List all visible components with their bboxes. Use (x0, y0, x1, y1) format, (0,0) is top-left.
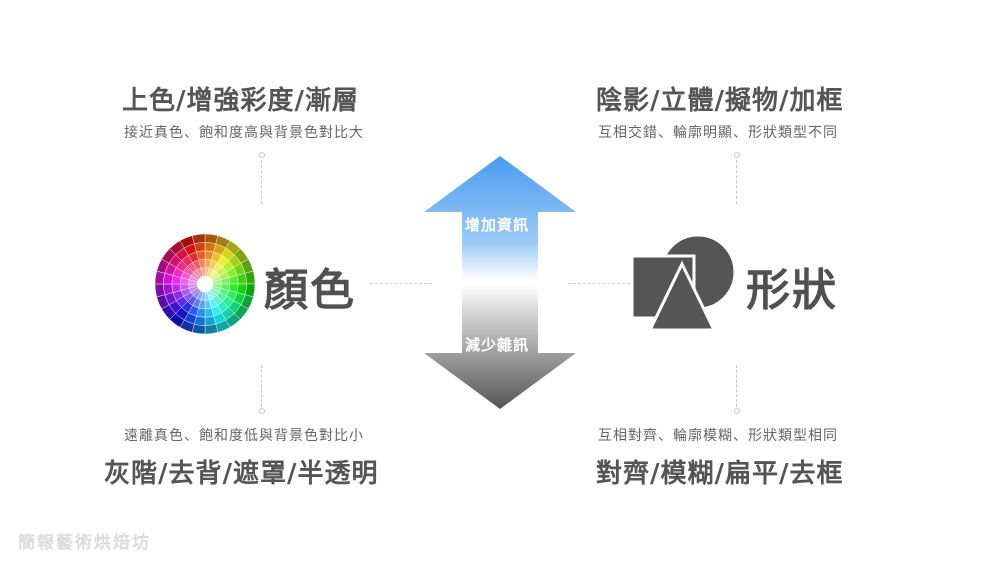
bottom-left-title: 灰階/去背/遮罩/半透明 (104, 459, 379, 489)
connector-dot-bottom-right (734, 408, 740, 414)
connector-line-bottom-right (736, 365, 737, 407)
bottom-right-title: 對齊/模糊/扁平/去框 (596, 459, 844, 489)
up-arrow-label: 增加資訊 (465, 216, 530, 234)
shapes-icon (630, 234, 737, 332)
top-left-subtitle: 接近真色、飽和度高與背景色對比大 (124, 125, 364, 141)
down-arrow (424, 285, 576, 409)
right-node-label: 形狀 (746, 265, 838, 316)
connector-line-top-left (261, 160, 262, 204)
color-wheel-segment (193, 242, 206, 253)
color-wheel-segment (191, 233, 206, 245)
horizontal-connector-right (568, 283, 630, 284)
top-right-title: 陰影/立體/擬物/加框 (596, 86, 844, 116)
bottom-left-subtitle: 遠離真色、飽和度低與背景色對比小 (124, 428, 364, 444)
connector-dot-top-left (259, 152, 265, 158)
color-wheel-segment (236, 272, 247, 285)
color-wheel-segment (244, 270, 256, 285)
down-arrow-label: 減少雜訊 (465, 336, 530, 354)
top-right-subtitle: 互相交錯、輪廓明顯、形狀類型不同 (598, 125, 838, 141)
color-wheel-icon (154, 233, 256, 335)
connector-dot-top-right (734, 152, 740, 158)
color-wheel-segment (163, 283, 174, 296)
color-wheel-segment (204, 323, 219, 335)
horizontal-connector-left (370, 283, 432, 284)
connector-line-bottom-left (261, 365, 262, 407)
connector-line-top-right (736, 160, 737, 204)
color-wheel-segment (204, 315, 217, 326)
watermark: 簡報藝術烘焙坊 (18, 533, 151, 553)
connector-dot-bottom-left (259, 408, 265, 414)
top-left-title: 上色/增強彩度/漸層 (122, 86, 359, 116)
left-node-label: 顏色 (264, 265, 356, 316)
color-wheel-segment (154, 283, 166, 298)
up-arrow (424, 156, 576, 280)
bottom-right-subtitle: 互相對齊、輪廓模糊、形狀類型相同 (598, 428, 838, 444)
